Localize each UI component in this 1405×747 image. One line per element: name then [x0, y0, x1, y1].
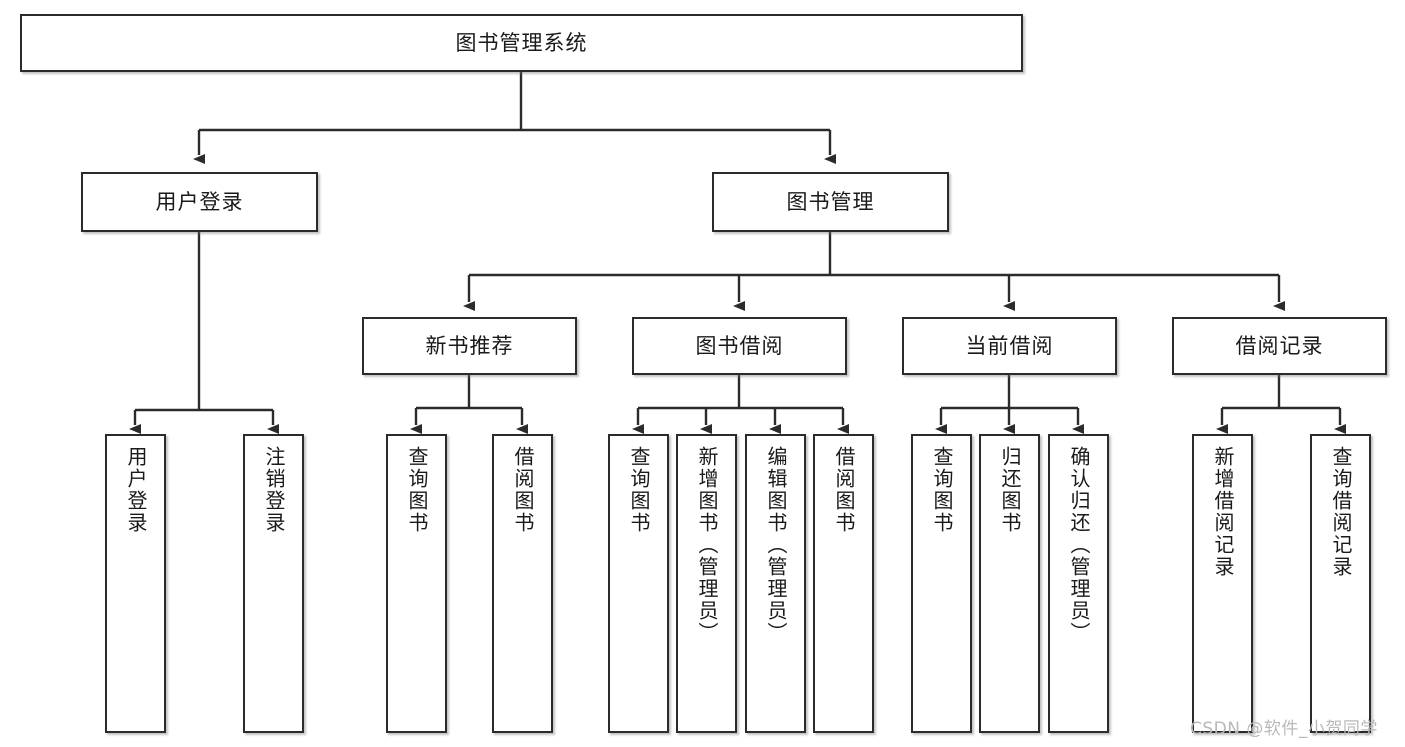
- node-root-label: 图书管理系统: [455, 30, 588, 55]
- node-user-login[interactable]: 用户登录: [81, 172, 318, 232]
- node-new-book-recommend[interactable]: 新书推荐: [362, 317, 577, 375]
- node-leaf-query-books-3-label: 查询图书: [930, 446, 954, 534]
- node-book-management-label: 图书管理: [786, 189, 875, 214]
- node-leaf-query-books-3[interactable]: 查询图书: [911, 434, 972, 733]
- node-leaf-edit-book-label: 编辑图书（管理员）: [764, 446, 788, 644]
- node-leaf-add-record-label: 新增借阅记录: [1211, 446, 1235, 578]
- node-user-login-label: 用户登录: [155, 189, 244, 214]
- node-leaf-query-books-2[interactable]: 查询图书: [608, 434, 669, 733]
- node-leaf-query-books-2-label: 查询图书: [627, 446, 651, 534]
- node-root-library-system[interactable]: 图书管理系统: [20, 14, 1023, 72]
- node-leaf-add-record[interactable]: 新增借阅记录: [1192, 434, 1253, 733]
- node-leaf-return-book[interactable]: 归还图书: [979, 434, 1040, 733]
- node-leaf-edit-book[interactable]: 编辑图书（管理员）: [745, 434, 806, 733]
- node-leaf-add-book-label: 新增图书（管理员）: [695, 446, 719, 644]
- node-current-borrow[interactable]: 当前借阅: [902, 317, 1117, 375]
- node-leaf-confirm-return-label: 确认归还（管理员）: [1067, 446, 1091, 644]
- node-leaf-return-book-label: 归还图书: [998, 446, 1022, 534]
- node-book-borrow-label: 图书借阅: [695, 333, 784, 358]
- node-borrow-record[interactable]: 借阅记录: [1172, 317, 1387, 375]
- node-new-book-recommend-label: 新书推荐: [425, 333, 514, 358]
- node-book-management[interactable]: 图书管理: [712, 172, 949, 232]
- node-leaf-logout-label: 注销登录: [262, 446, 286, 534]
- node-book-borrow[interactable]: 图书借阅: [632, 317, 847, 375]
- node-leaf-user-login-label: 用户登录: [124, 446, 148, 534]
- node-current-borrow-label: 当前借阅: [965, 333, 1054, 358]
- node-leaf-borrow-books-2-label: 借阅图书: [832, 446, 856, 534]
- node-leaf-borrow-books-1[interactable]: 借阅图书: [492, 434, 553, 733]
- node-leaf-logout[interactable]: 注销登录: [243, 434, 304, 733]
- watermark-text: CSDN @软件_小贺同学: [1190, 719, 1378, 739]
- node-leaf-add-book[interactable]: 新增图书（管理员）: [676, 434, 737, 733]
- node-leaf-query-record-label: 查询借阅记录: [1329, 446, 1353, 578]
- node-borrow-record-label: 借阅记录: [1235, 333, 1324, 358]
- node-leaf-query-books-1-label: 查询图书: [405, 446, 429, 534]
- node-leaf-confirm-return[interactable]: 确认归还（管理员）: [1048, 434, 1109, 733]
- node-leaf-query-record[interactable]: 查询借阅记录: [1310, 434, 1371, 733]
- node-leaf-user-login[interactable]: 用户登录: [105, 434, 166, 733]
- node-leaf-borrow-books-2[interactable]: 借阅图书: [813, 434, 874, 733]
- node-leaf-borrow-books-1-label: 借阅图书: [511, 446, 535, 534]
- node-leaf-query-books-1[interactable]: 查询图书: [386, 434, 447, 733]
